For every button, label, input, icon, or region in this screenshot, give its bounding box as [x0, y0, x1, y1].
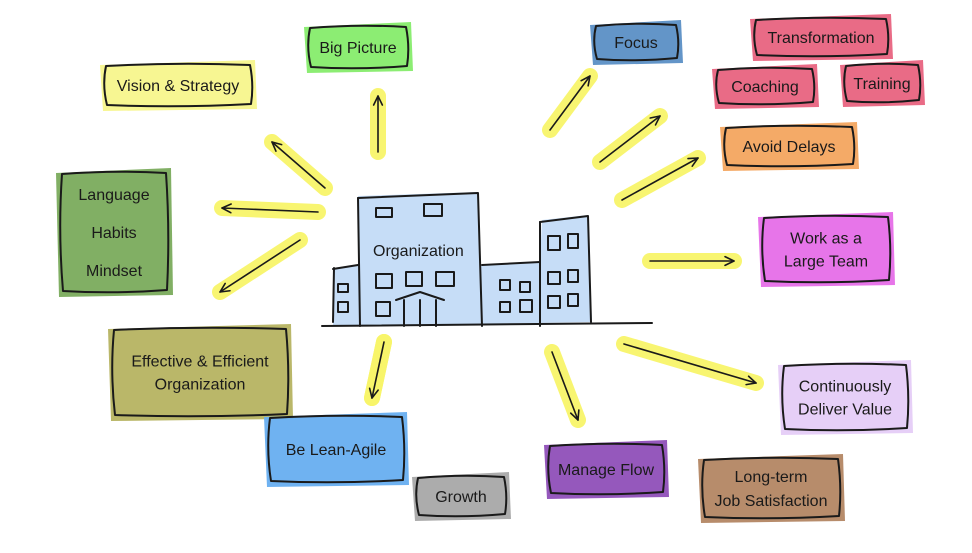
arrow-to-big-picture: [370, 88, 386, 160]
node-label: Avoid Delays: [742, 139, 835, 156]
node-label: Training: [853, 76, 910, 93]
organization-building: Organization: [321, 192, 653, 327]
node-vision-strategy: Vision & Strategy: [100, 60, 257, 111]
node-growth: Growth: [412, 472, 511, 521]
node-label: Big Picture: [319, 40, 396, 57]
arrow-to-large-team: [642, 253, 742, 269]
center-label: Organization: [373, 243, 464, 260]
node-manage-flow: Manage Flow: [544, 440, 669, 499]
node-focus: Focus: [590, 20, 683, 65]
arrow-to-language-lower: [212, 232, 308, 300]
arrow-to-be-lean-agile: [364, 334, 392, 406]
node-label: Mindset: [86, 263, 143, 280]
arrow-to-vision-strategy: [264, 134, 333, 196]
node-label: Transformation: [768, 30, 875, 47]
arrow-to-coaching: [592, 108, 668, 170]
node-label: Effective & Efficient: [131, 354, 269, 371]
node-label: Coaching: [731, 79, 799, 96]
node-label: Be Lean-Agile: [286, 442, 387, 459]
node-label: Job Satisfaction: [715, 493, 828, 510]
node-be-lean-agile: Be Lean-Agile: [264, 412, 409, 487]
node-label: Focus: [614, 35, 658, 52]
node-label: Manage Flow: [558, 462, 654, 479]
node-label: Organization: [155, 377, 246, 394]
node-label: Vision & Strategy: [117, 78, 239, 95]
node-label: Continuously: [799, 379, 892, 396]
arrow-to-avoid-delays: [614, 150, 706, 208]
node-large-team: Work as a Large Team: [758, 212, 895, 287]
arrow-to-focus: [542, 68, 598, 138]
node-label: Growth: [435, 489, 487, 506]
node-training: Training: [840, 60, 925, 107]
arrow-to-manage-flow: [544, 344, 586, 428]
arrow-to-language: [214, 200, 326, 220]
node-label: Work as a: [790, 231, 862, 248]
arrow-to-continuously-deliver: [616, 336, 764, 391]
node-label: Language: [78, 187, 149, 204]
node-big-picture: Big Picture: [304, 22, 413, 73]
arrows-layer: [212, 68, 764, 428]
node-label: Deliver Value: [798, 402, 892, 419]
node-transformation: Transformation: [750, 14, 893, 61]
node-label: Large Team: [784, 254, 868, 271]
node-coaching: Coaching: [712, 64, 819, 109]
node-label: Habits: [91, 225, 136, 242]
node-avoid-delays: Avoid Delays: [720, 122, 859, 171]
node-label: Long-term: [735, 469, 808, 486]
